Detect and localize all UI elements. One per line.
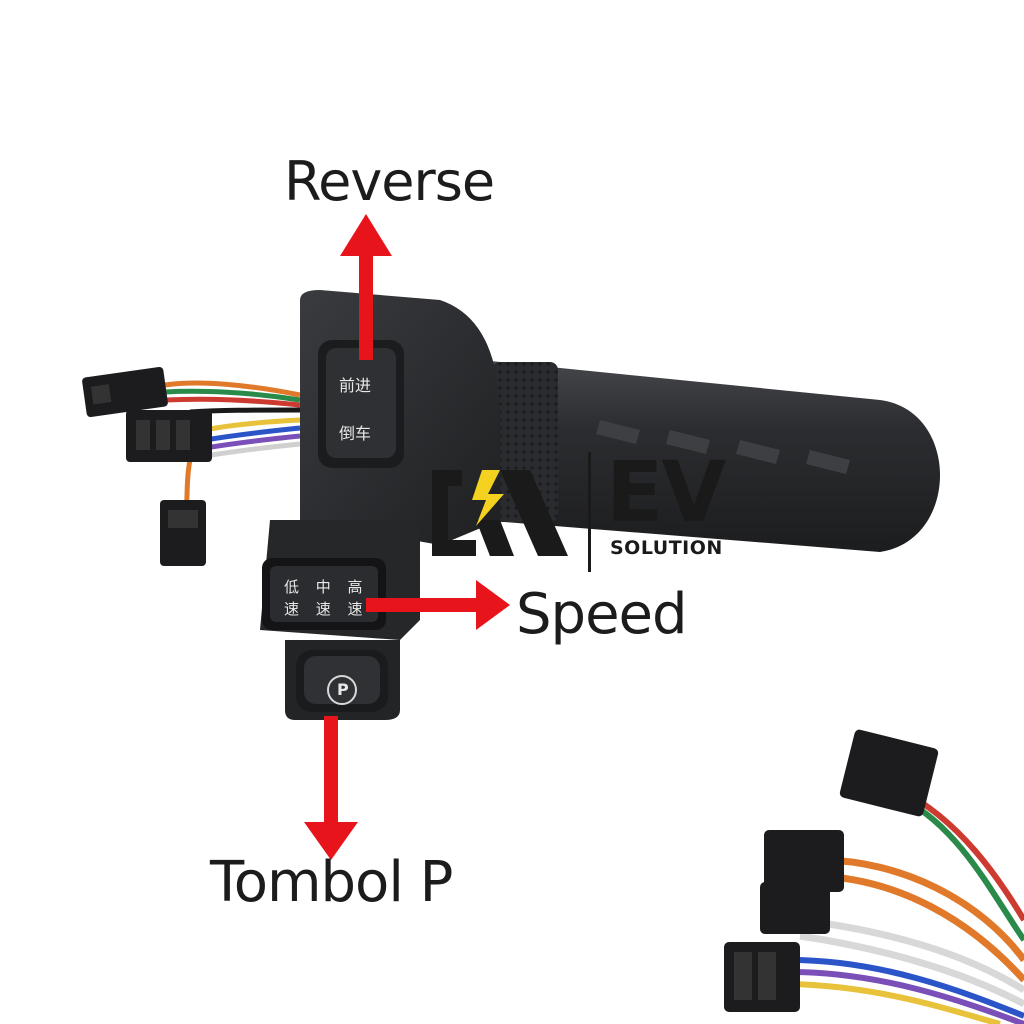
arrow-tombol-p — [304, 716, 358, 860]
park-button — [296, 650, 388, 712]
logo-subtext: SOLUTION — [610, 537, 723, 559]
connector-left-bottom — [160, 500, 206, 566]
forward-reverse-switch — [318, 340, 404, 468]
connector-right-bottom — [724, 942, 800, 1012]
speed-switch — [262, 558, 386, 630]
wire-bundle-right — [789, 787, 1024, 1024]
label-speed: Speed — [516, 582, 688, 647]
connector-right-top — [839, 729, 939, 817]
logo-text: EV — [606, 443, 726, 541]
connector-left-middle — [126, 410, 212, 462]
park-label: P — [337, 680, 349, 699]
connector-right-middle — [760, 830, 844, 934]
throttle-grip — [480, 360, 940, 552]
speed-bottom-label: 速 速 速 — [284, 600, 369, 618]
connector-left-top — [82, 367, 168, 417]
forward-label: 前进 — [339, 376, 372, 395]
wire-bundle-left — [164, 380, 301, 511]
label-reverse: Reverse — [284, 150, 495, 213]
reverse-switch-label: 倒车 — [339, 424, 372, 443]
arrow-reverse — [340, 214, 392, 360]
arrow-speed — [366, 580, 510, 630]
label-tombol-p: Tombol P — [210, 850, 453, 915]
speed-top-label: 低 中 高 — [284, 578, 369, 596]
logo-mark — [432, 452, 591, 572]
